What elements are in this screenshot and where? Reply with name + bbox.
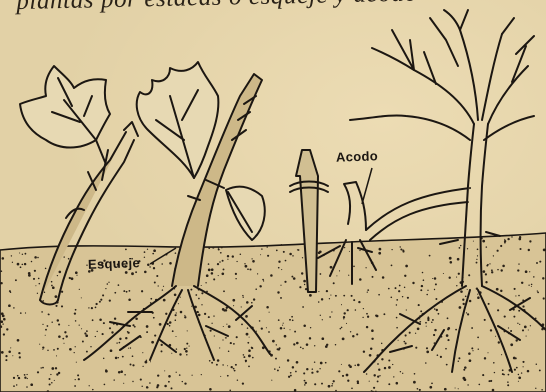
acodo-pointer xyxy=(362,168,372,204)
label-acodo: Acodo xyxy=(336,148,378,164)
label-esqueje: Esqueje xyxy=(88,255,140,272)
